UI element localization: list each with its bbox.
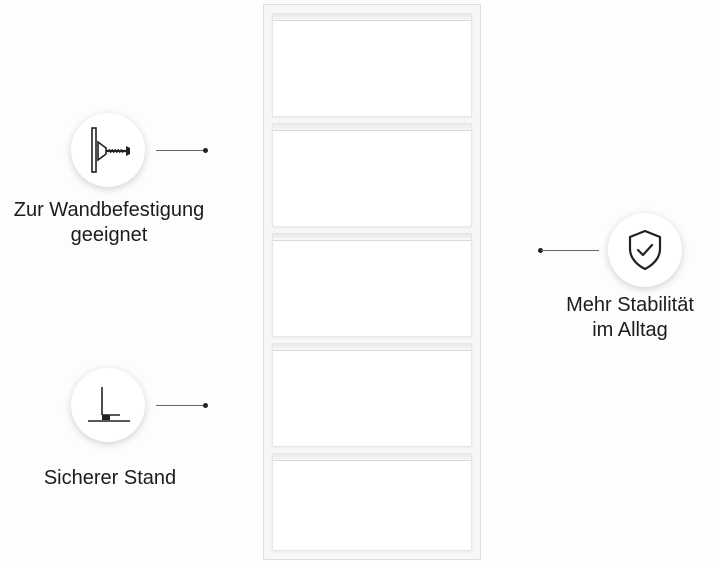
leader-line [156,150,204,151]
wall-mount-line-2: geeignet [70,224,148,246]
feature-label-wall-mount: Zur Wandbefestigung geeignet [0,198,218,248]
cabinet-flap [272,233,472,337]
stability-line-2: im Alltag [592,319,668,341]
leader-dot [538,248,543,253]
feature-label-stand: Sicherer Stand [10,466,210,491]
leader-dot [203,148,208,153]
cabinet-flap [272,123,472,227]
shoe-cabinet [263,4,481,560]
leader-line [541,250,599,251]
feature-label-stability: Mehr Stabilität im Alltag [540,293,720,343]
stand-line-1: Sicherer Stand [43,467,177,489]
shield-check-icon [608,213,682,287]
cabinet-flap [272,13,472,117]
wall-anchor-screw-icon [71,113,145,187]
cabinet-flap [272,343,472,447]
floor-stand-icon [71,368,145,442]
leader-line [156,405,204,406]
cabinet-flap [272,453,472,551]
wall-mount-line-1: Zur Wandbefestigung [13,199,205,221]
stability-line-1: Mehr Stabilität [566,294,694,316]
leader-dot [203,403,208,408]
